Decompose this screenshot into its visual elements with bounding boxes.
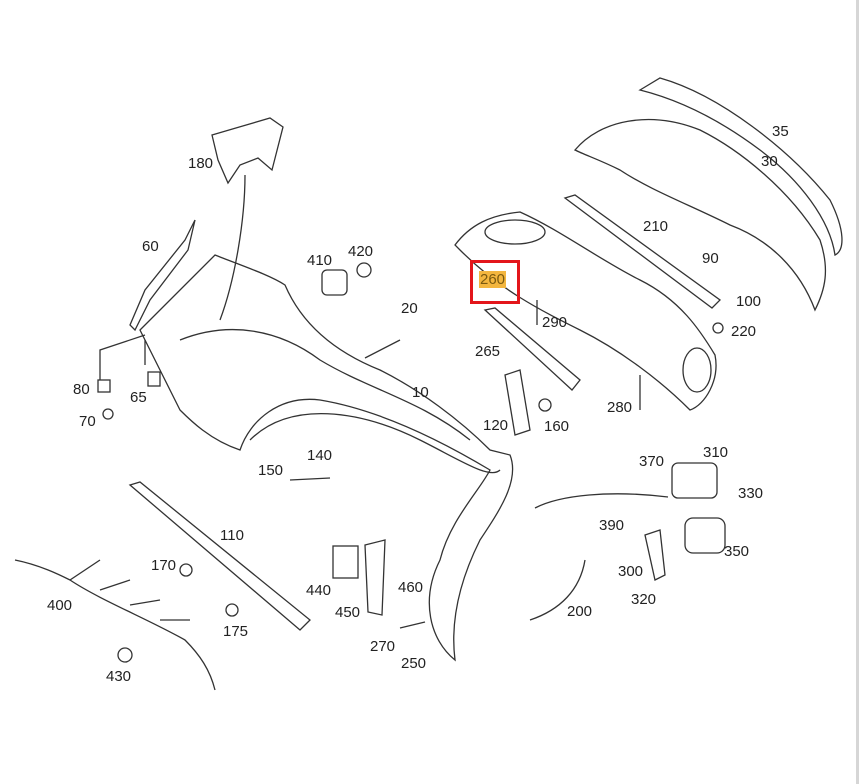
strip-210-part [563,194,721,309]
part-label-460[interactable]: 460 [398,579,424,596]
exhaust-opening [682,347,712,393]
module-310-part [671,462,718,499]
part-label-300[interactable]: 300 [618,563,644,580]
part-label-250[interactable]: 250 [401,655,427,672]
part-label-310[interactable]: 310 [703,444,729,461]
part-label-330[interactable]: 330 [738,485,764,502]
wiring-harness-400-part [14,559,216,691]
clip-65-part [147,371,161,387]
bracket-270-part [399,621,426,629]
part-label-80[interactable]: 80 [73,381,90,398]
part-label-90[interactable]: 90 [702,250,719,267]
cap-420-part [356,262,372,278]
part-label-440[interactable]: 440 [306,582,332,599]
part-label-10[interactable]: 10 [412,384,429,401]
selected-part-highlight-box [470,260,520,304]
clip-430-part [117,647,133,663]
diffuser-260-part [454,211,717,411]
bracket-180-part [211,117,284,185]
housing-410-part [321,269,348,296]
bracket-120-part [504,369,531,436]
part-label-200[interactable]: 200 [567,603,593,620]
part-label-120[interactable]: 120 [483,417,509,434]
part-label-265[interactable]: 265 [475,343,501,360]
part-label-70[interactable]: 70 [79,413,96,430]
part-label-210[interactable]: 210 [643,218,669,235]
clip-80-part [97,379,111,393]
part-label-100[interactable]: 100 [736,293,762,310]
bumper-lower-line [249,413,501,474]
part-label-320[interactable]: 320 [631,591,657,608]
part-label-350[interactable]: 350 [724,543,750,560]
part-label-260-highlighted[interactable]: 260 [479,271,507,288]
leader-line [99,334,146,380]
part-label-290[interactable]: 290 [542,314,568,331]
part-label-60[interactable]: 60 [142,238,159,255]
clip-175-part [225,603,239,617]
part-label-410[interactable]: 410 [307,252,333,269]
part-label-220[interactable]: 220 [731,323,757,340]
bumper-cover-part [139,254,514,662]
clip-70-part [102,408,114,420]
part-label-420[interactable]: 420 [348,243,374,260]
part-label-400[interactable]: 400 [47,597,73,614]
wire-branch [99,579,131,591]
part-label-270[interactable]: 270 [370,638,396,655]
bracket-265-part [483,307,581,391]
strip-60-part [129,219,196,332]
panel-30-part [573,118,827,312]
part-label-160[interactable]: 160 [544,418,570,435]
part-label-390[interactable]: 390 [599,517,625,534]
sensor-350-part [684,517,726,554]
absorber-110-part [128,481,311,631]
part-label-450[interactable]: 450 [335,604,361,621]
part-label-180[interactable]: 180 [188,155,214,172]
pin-140-part [289,477,331,481]
part-label-370[interactable]: 370 [639,453,665,470]
arrow-line [219,174,246,321]
exhaust-opening [484,219,546,245]
block-440-part [332,545,359,579]
wire-branch [69,559,101,581]
scrollbar-edge[interactable] [856,0,859,784]
part-label-150[interactable]: 150 [258,462,284,479]
part-label-110[interactable]: 110 [220,527,244,544]
part-label-175[interactable]: 175 [223,623,249,640]
clip-160-part [538,398,552,412]
part-label-170[interactable]: 170 [151,557,177,574]
nut-220-part [712,322,724,334]
clip-170-part [179,563,193,577]
part-label-30[interactable]: 30 [761,153,778,170]
trim-35-part [638,77,843,256]
part-label-280[interactable]: 280 [607,399,633,416]
bracket-300-part [644,529,666,581]
wire-200-part [529,559,586,621]
part-label-140[interactable]: 140 [307,447,333,464]
arrow-line [364,339,401,359]
bumper-edge-line [179,329,471,441]
bracket-450-part [364,539,386,616]
wire-branch [129,599,161,606]
part-label-65[interactable]: 65 [130,389,147,406]
part-label-430[interactable]: 430 [106,668,132,685]
part-label-35[interactable]: 35 [772,123,789,140]
part-label-20[interactable]: 20 [401,300,418,317]
arrow-line [534,493,669,509]
